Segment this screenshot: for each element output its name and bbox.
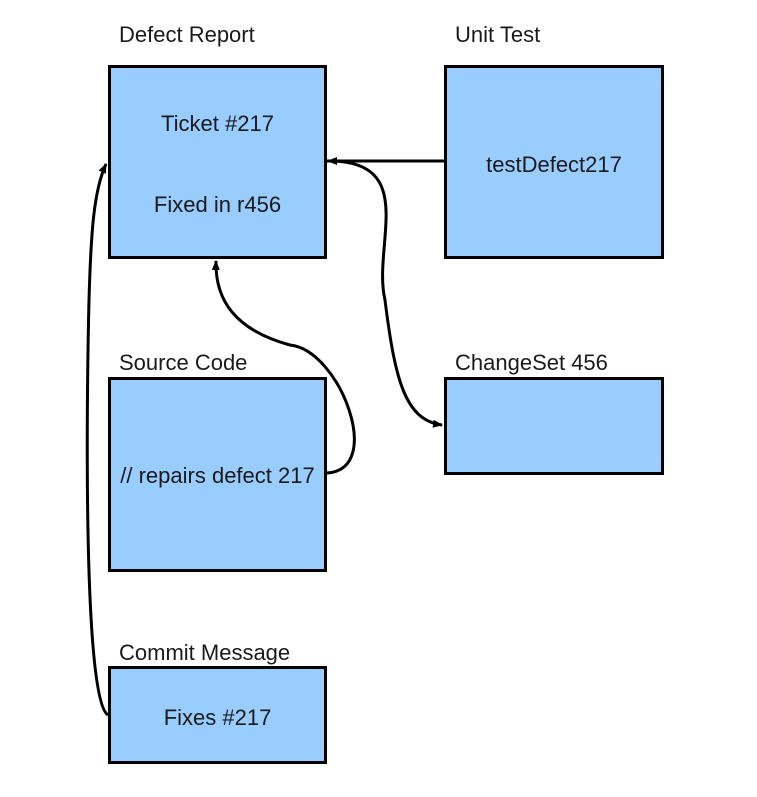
fixed-in-text: Fixed in r456 — [153, 192, 282, 217]
source-code-box[interactable]: // repairs defect 217 — [108, 377, 327, 572]
test-name-text: testDefect217 — [486, 152, 622, 177]
edge-commit-message-to-defect-report — [85, 163, 110, 717]
commit-text: Fixes #217 — [163, 705, 272, 730]
commit-message-box[interactable]: Fixes #217 — [108, 666, 327, 764]
defect-report-title: Defect Report — [119, 22, 255, 47]
unit-test-title: Unit Test — [455, 22, 541, 47]
edge-defect-report-to-changeset — [326, 159, 443, 428]
ticket-number-text: Ticket #217 — [161, 111, 274, 136]
defect-report-box[interactable]: Ticket #217 Fixed in r456 — [108, 65, 327, 259]
changeset-title: ChangeSet 456 — [455, 350, 608, 375]
unit-test-box[interactable]: testDefect217 — [444, 65, 664, 259]
commit-message-title: Commit Message — [119, 640, 291, 665]
code-comment-text: // repairs defect 217 — [120, 463, 315, 488]
source-code-title: Source Code — [119, 350, 248, 375]
changeset-box[interactable] — [444, 377, 664, 475]
